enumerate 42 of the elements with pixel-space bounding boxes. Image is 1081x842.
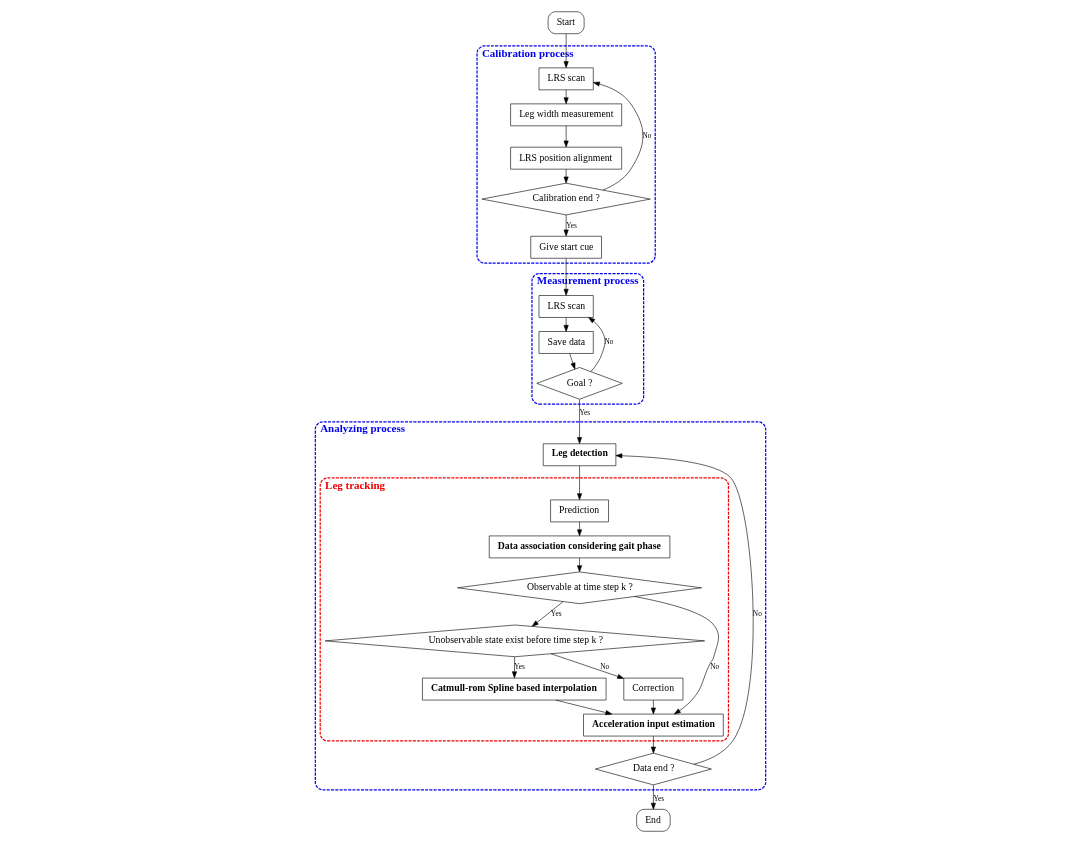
node-box: Leg width measurement xyxy=(510,103,622,126)
arrow xyxy=(563,33,569,68)
arrow xyxy=(531,600,564,627)
node-diamond: Data end ? xyxy=(595,752,712,785)
node-box: Catmull-rom Spline based interpolation xyxy=(422,677,607,700)
arrow xyxy=(615,452,754,764)
node-box: LRS position alignment xyxy=(510,146,622,169)
arrow xyxy=(563,316,569,332)
arrow xyxy=(563,89,569,104)
arrow xyxy=(550,652,624,679)
node-box: Start xyxy=(547,10,585,34)
arrow xyxy=(634,595,719,714)
arrow xyxy=(577,398,582,444)
node-box: Leg detection xyxy=(542,442,617,466)
arrow xyxy=(593,81,644,190)
node-box: LRS scan xyxy=(538,294,594,318)
node-diamond: Calibration end ? xyxy=(481,182,651,215)
arrow xyxy=(563,257,569,296)
arrow xyxy=(588,316,606,372)
arrow xyxy=(650,784,656,810)
node-box: Give start cue xyxy=(530,235,602,259)
node-diamond: Goal ? xyxy=(536,366,623,400)
arrow xyxy=(555,699,613,715)
arrow xyxy=(577,557,582,572)
arrow xyxy=(650,735,656,753)
arrow xyxy=(650,699,656,714)
arrow xyxy=(512,656,517,678)
node-box: End xyxy=(636,808,671,832)
node-box: Correction xyxy=(623,677,684,700)
node-box: Data association considering gait phase xyxy=(488,535,671,558)
node-box: Prediction xyxy=(550,499,609,522)
node-box: Save data xyxy=(538,330,594,354)
arrow xyxy=(563,125,569,147)
node-diamond: Unobservable state exist before time step k ? xyxy=(324,624,705,657)
arrow xyxy=(563,214,569,236)
arrow xyxy=(577,465,582,500)
node-box: LRS scan xyxy=(538,67,594,90)
node-diamond: Observable at time step k ? xyxy=(457,571,702,604)
arrow xyxy=(563,168,569,183)
arrow xyxy=(569,352,576,369)
arrow xyxy=(577,521,582,536)
node-box: Acceleration input estimation xyxy=(583,713,724,736)
